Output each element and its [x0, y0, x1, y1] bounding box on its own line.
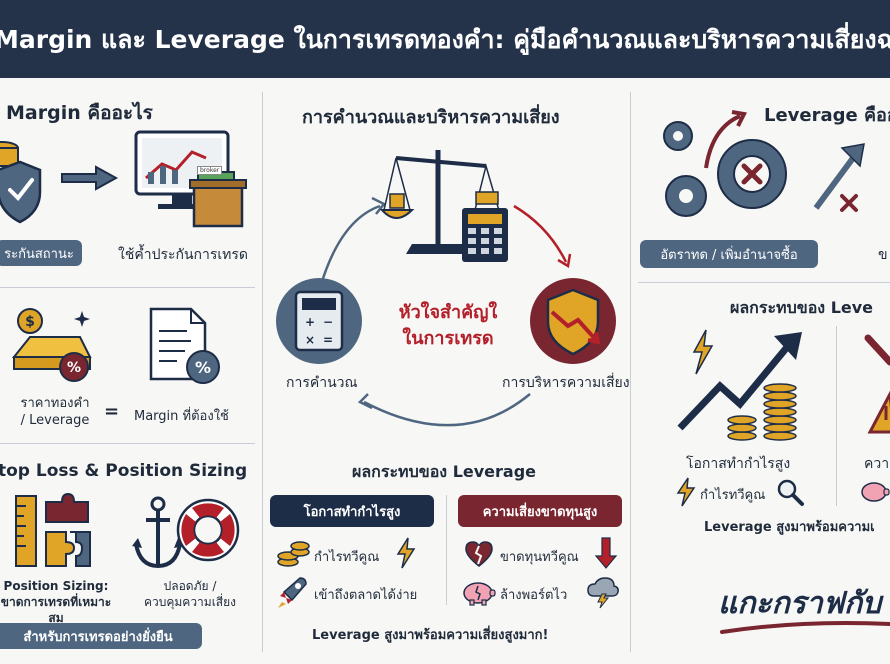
loss-item-2: ล้างพอร์ตไว — [500, 588, 568, 603]
right-footer: Leverage สูงมาพร้อมความเ — [704, 520, 875, 535]
gears-icon — [663, 110, 787, 217]
formula-left: ราคาทองคำ / Leverage — [20, 396, 90, 428]
svg-text:×: × — [305, 333, 315, 347]
svg-text:−: − — [323, 315, 333, 329]
profit-pill: โอกาสทำกำไรสูง — [270, 495, 434, 527]
risk-management-label: การบริหารความเสี่ยง — [502, 375, 630, 391]
checklist-document-icon: % — [149, 307, 220, 384]
svg-text:%: % — [195, 358, 211, 377]
brand-logo: แกะกราฟกับ — [718, 586, 882, 621]
left-divider-2 — [0, 443, 255, 444]
right-piggy-icon — [861, 482, 890, 502]
center-title: การคำนวณและบริหารความเสี่ยง — [302, 107, 560, 128]
broken-heart-icon — [465, 541, 493, 567]
lightning-icon — [396, 537, 416, 569]
rising-arrow-icon — [813, 143, 865, 212]
shield-coins-icon — [0, 141, 42, 224]
right-profit-sub: กำไรทวีคูณ — [700, 488, 766, 503]
right-risk-label: ความ — [864, 456, 890, 472]
risk-shield-icon — [530, 278, 616, 364]
sustainable-pill: สำหรับการเทรดอย่างยั่งยืน — [0, 623, 202, 649]
warning-icon — [864, 334, 890, 434]
impact-divider — [446, 495, 447, 605]
profit-item-2: เข้าถึงตลาดได้ง่าย — [314, 588, 418, 603]
left-divider-1 — [0, 287, 255, 288]
piggy-bank-icon — [463, 582, 496, 606]
growth-chart-icon — [677, 329, 802, 441]
anchor-lifebuoy-icon — [132, 496, 240, 569]
formula-equals: = — [104, 401, 120, 422]
balance-scale-icon — [379, 150, 508, 262]
formula-right: Margin ที่ต้องใช้ — [134, 409, 229, 424]
impact-footer: Leverage สูงมาพร้อมความเสี่ยงสูงมาก! — [312, 628, 549, 643]
svg-text:=: = — [323, 333, 333, 347]
cycle-arrows — [318, 196, 572, 427]
header-banner: Margin และ Leverage ในการเทรดทองคำ: คู่ม… — [0, 0, 890, 78]
rocket-icon — [278, 577, 307, 608]
loss-item-1: ขาดทุนทวีคูณ — [500, 550, 579, 565]
right-impact-title: ผลกระทบของ Leve — [730, 298, 874, 317]
right-lightning-icon — [676, 477, 696, 507]
ratio-pill: อัตราทด / เพิ่มอำนาจซื้อ — [640, 240, 818, 268]
down-arrow-icon — [594, 537, 618, 569]
puzzle-ruler-icon — [15, 492, 91, 567]
sizing-caption: Position Sizing: ขาดการเทรดที่เหมาะสม — [0, 579, 112, 625]
magnifier-icon — [777, 479, 804, 506]
profit-item-1: กำไรทวีคูณ — [314, 550, 380, 565]
center-right-divider — [630, 92, 631, 652]
svg-text:$: $ — [25, 314, 35, 330]
svg-text:+: + — [305, 315, 315, 329]
broker-tag: broker — [197, 166, 223, 175]
stop-loss-title: top Loss & Position Sizing — [0, 461, 248, 481]
calculator-icon: +− × = — [276, 278, 362, 364]
brand-underline — [720, 621, 890, 634]
impact-title: ผลกระทบของ Leverage — [352, 462, 537, 481]
collateral-caption: ใช้ค้ำประกันการเทรด — [118, 247, 249, 263]
core-text: หัวใจสำคัญใ ในการเทรด — [398, 302, 498, 349]
safety-caption: ปลอดภัย / ควบคุมความเสี่ยง — [143, 579, 237, 609]
storm-cloud-icon — [587, 577, 619, 609]
loss-pill: ความเสี่ยงขาดทุนสูง — [458, 495, 622, 527]
right-impact-divider — [836, 326, 837, 506]
right-profit-label: โอกาสทำกำไรสูง — [686, 456, 791, 472]
leverage-title: Leverage คืออ — [764, 105, 890, 126]
center-left-divider — [262, 92, 263, 652]
calc-label: การคำนวณ — [286, 375, 358, 391]
coin-stack-icon — [277, 541, 310, 567]
right-divider — [638, 282, 890, 283]
svg-text:%: % — [67, 360, 81, 376]
page-title: Margin และ Leverage ในการเทรดทองคำ: คู่ม… — [0, 25, 890, 54]
trading-monitor-icon — [134, 130, 247, 228]
margin-title: Margin คืออะไร — [6, 102, 153, 124]
gold-bar-icon: $ % — [11, 308, 92, 382]
right-arrow-icon — [61, 165, 119, 191]
collateral-pill: ระกันสถานะ — [0, 240, 82, 266]
cut-letter: ข — [878, 247, 888, 263]
